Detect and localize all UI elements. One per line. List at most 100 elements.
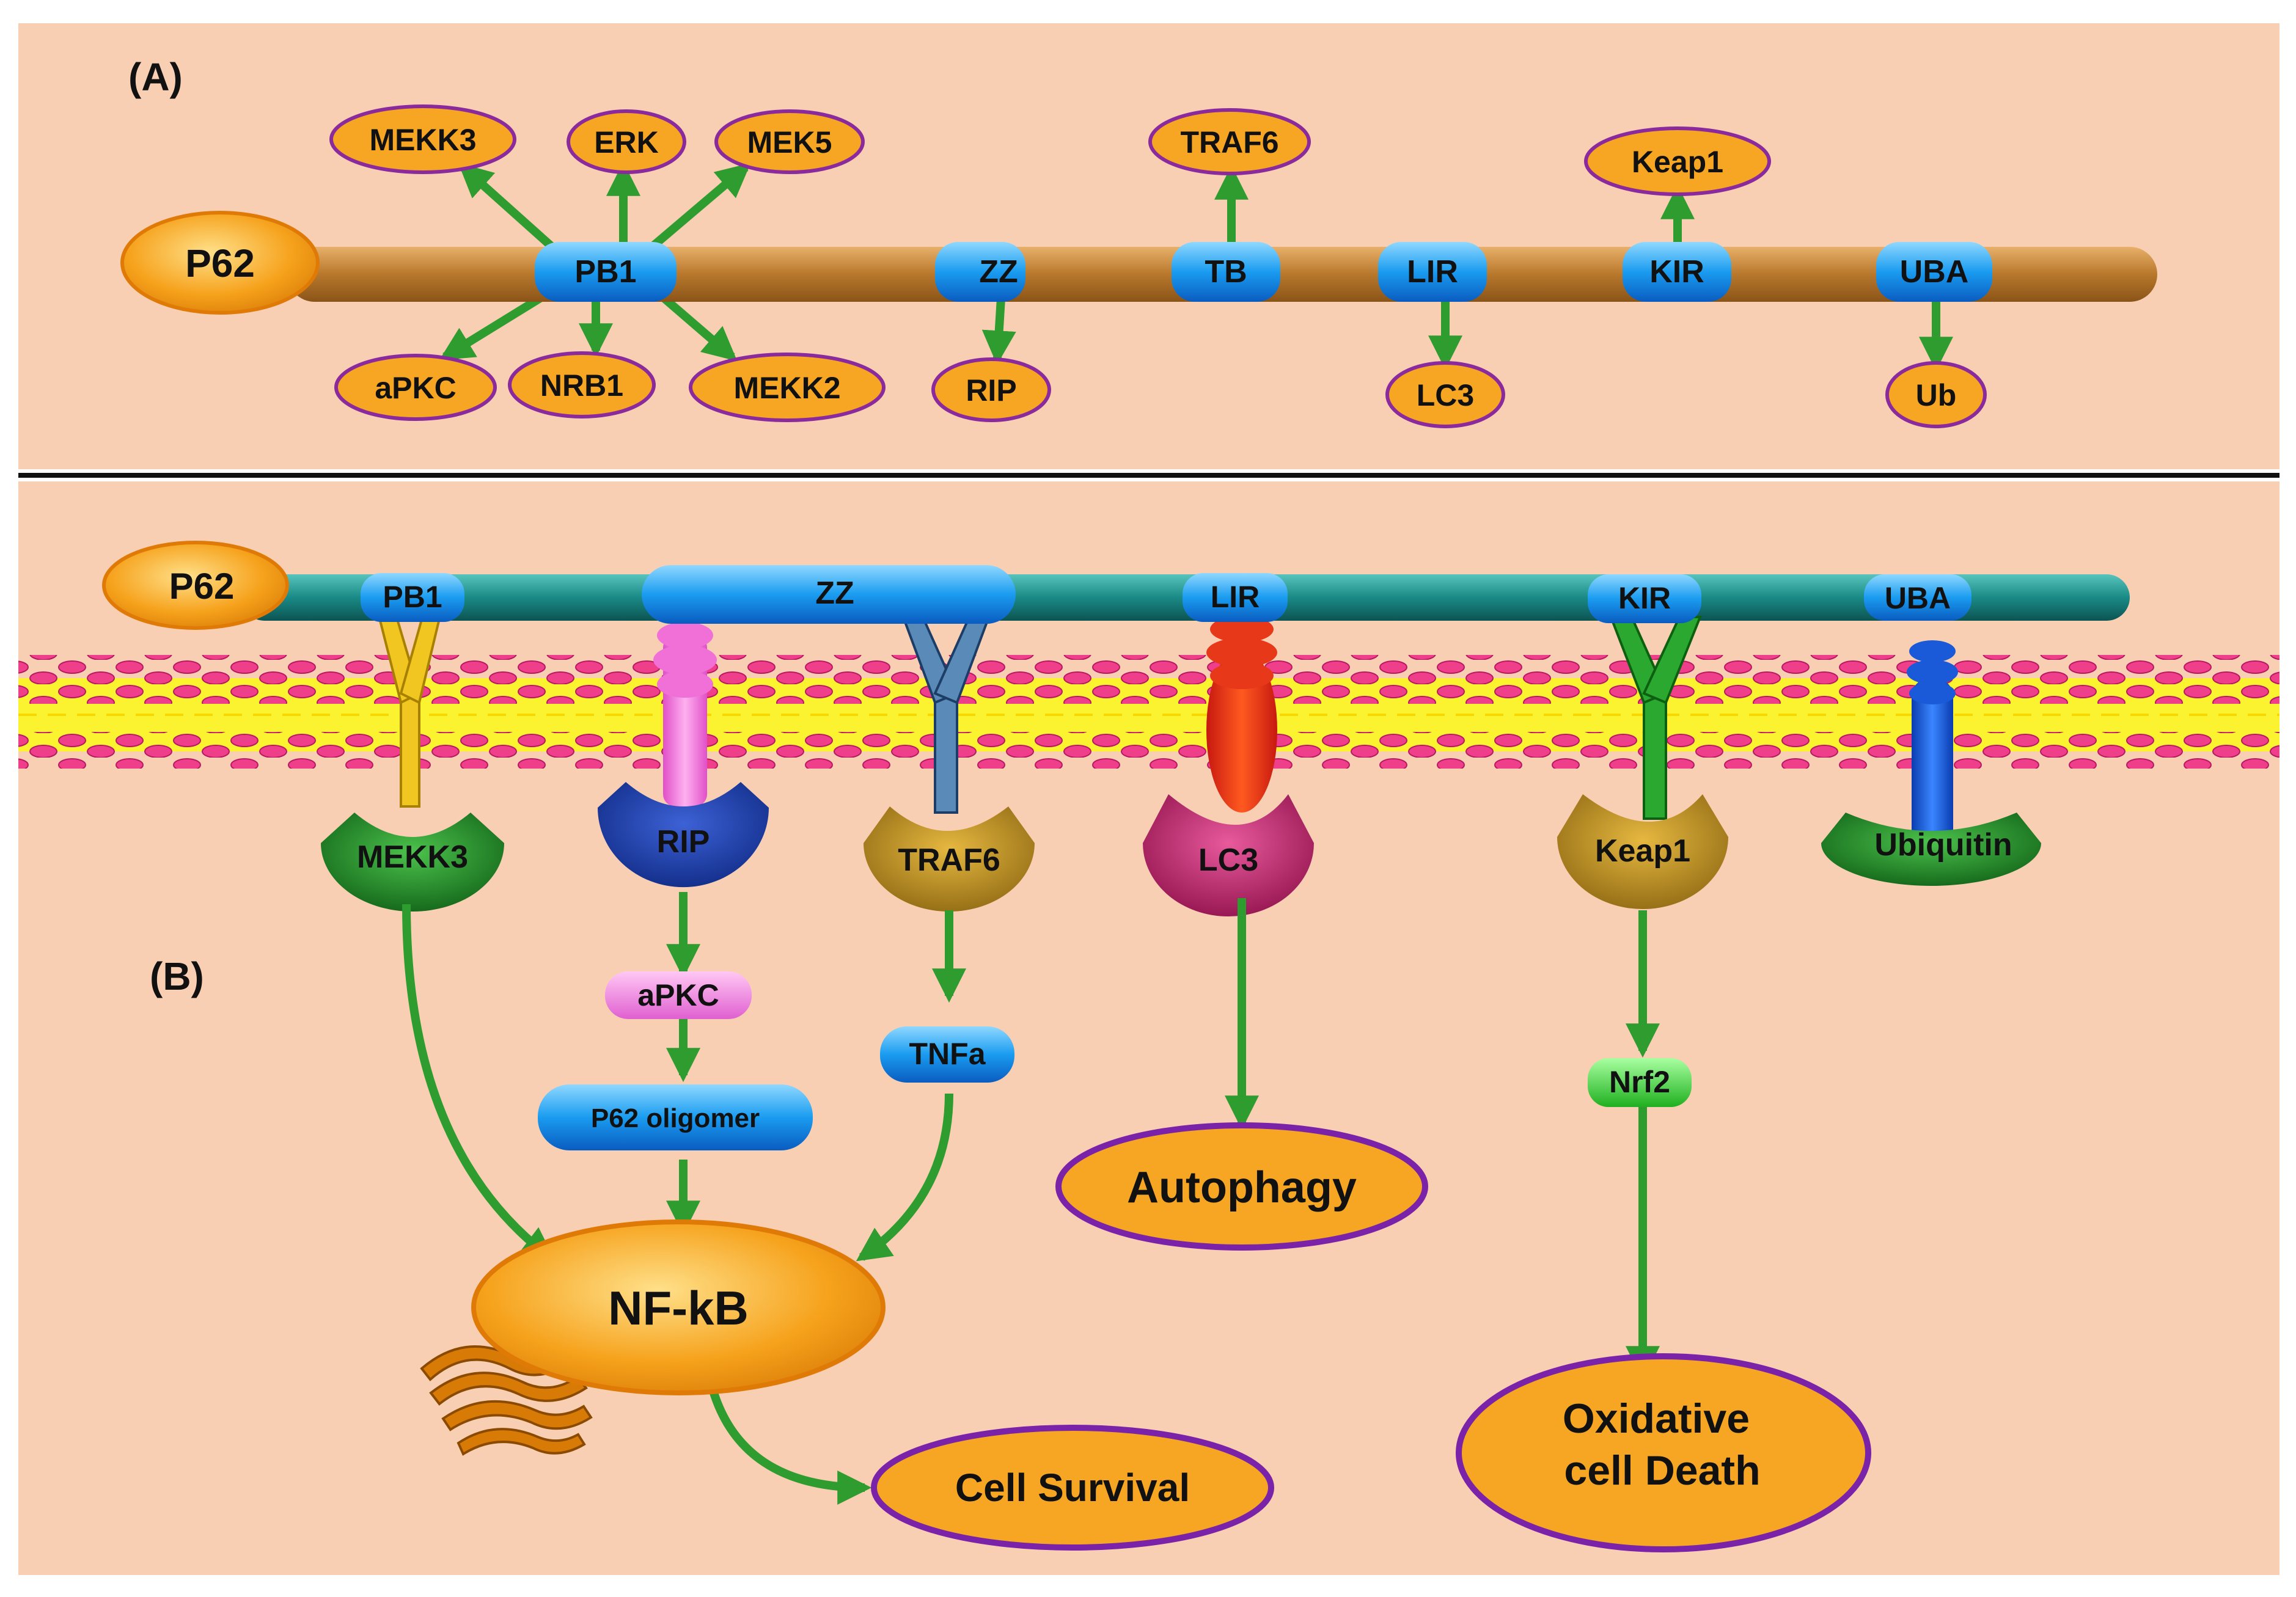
panel-b-label: (B) xyxy=(150,954,204,998)
panel-b-arrows xyxy=(402,892,1660,1505)
oxidative-label-1: Oxidative xyxy=(1563,1395,1750,1442)
partner-traf6-label: TRAF6 xyxy=(1180,125,1278,159)
domain-tb-a xyxy=(1172,242,1280,302)
lc3-receptor-label: LC3 xyxy=(1198,842,1258,878)
partner-ub-label: Ub xyxy=(1916,378,1957,412)
keap1-y-receptor xyxy=(1609,616,1702,820)
partner-mek5 xyxy=(714,109,865,174)
panel-b-domains: PB1 ZZ LIR KIR UBA xyxy=(361,565,1971,624)
domain-zz-a xyxy=(935,242,1025,302)
panel-a-arrows xyxy=(439,161,1953,371)
arrow-zz-rip xyxy=(981,298,1016,365)
domain-lir-a-label: LIR xyxy=(1407,254,1458,290)
outcome-ovals xyxy=(871,1122,1871,1552)
traf6-y-receptor xyxy=(901,616,991,814)
panel-a-partners xyxy=(329,104,1987,428)
partner-keap1-label: Keap1 xyxy=(1632,145,1723,179)
membrane-inner-leaflet xyxy=(18,732,2279,769)
arrow-pb1-apkc xyxy=(439,288,552,360)
domain-kir-a-label: KIR xyxy=(1649,254,1704,290)
rip-cup xyxy=(598,782,769,888)
partner-lc3 xyxy=(1385,361,1505,428)
ubiquitin-cup xyxy=(1821,813,2041,886)
partner-mek5-label: MEK5 xyxy=(747,125,832,159)
arrow-nfkb-survival xyxy=(705,1373,872,1505)
lc3-red-stalk xyxy=(1206,616,1277,813)
partner-nrb1 xyxy=(508,351,656,418)
panel-a-partner-labels: MEKK3 ERK MEK5 aPKC NRB1 MEKK2 RIP TRAF6… xyxy=(369,123,1956,412)
partner-nrb1-label: NRB1 xyxy=(540,368,623,403)
oxidative-death-oval xyxy=(1456,1353,1871,1552)
traf6-cup xyxy=(864,806,1035,912)
partner-lc3-label: LC3 xyxy=(1417,378,1474,412)
domain-tb-a-label: TB xyxy=(1205,254,1247,290)
rip-pink-stalk xyxy=(653,622,717,806)
keap1-cup xyxy=(1557,794,1728,909)
domain-uba-a-label: UBA xyxy=(1900,254,1969,290)
domain-uba-b xyxy=(1864,574,1971,621)
partner-erk xyxy=(567,109,686,174)
receptor-cups xyxy=(321,782,2041,916)
panel-a-label: (A) xyxy=(128,55,183,99)
receptor-labels: MEKK3 RIP TRAF6 LC3 Keap1 Ubiquitin xyxy=(357,824,2012,878)
mekk3-receptor-label: MEKK3 xyxy=(357,839,468,875)
partner-traf6 xyxy=(1148,108,1311,175)
domain-zz-b-label: ZZ xyxy=(815,576,854,611)
partner-mekk2 xyxy=(689,353,886,422)
partner-rip-label: RIP xyxy=(966,373,1016,407)
arrow-mekk3-nfkb xyxy=(402,904,556,1262)
domain-pb1-b xyxy=(361,573,464,622)
domain-pb1-b-label: PB1 xyxy=(383,580,442,614)
oligomer-label: P62 oligomer xyxy=(591,1103,760,1133)
cell-survival-label: Cell Survival xyxy=(955,1466,1190,1510)
rip-receptor-label: RIP xyxy=(657,824,710,860)
apkc-label: aPKC xyxy=(637,978,719,1012)
oxidative-label-2: cell Death xyxy=(1564,1447,1760,1494)
cell-survival-oval xyxy=(871,1425,1274,1551)
p62-head-b xyxy=(102,541,289,630)
autophagy-oval xyxy=(1055,1122,1428,1251)
domain-pb1-a xyxy=(535,242,677,302)
partner-erk-label: ERK xyxy=(594,125,659,159)
cell-membrane xyxy=(18,655,2279,769)
domain-kir-b xyxy=(1588,574,1701,623)
mekk3-cup xyxy=(321,813,504,912)
arrow-pb1-mek5 xyxy=(645,163,751,254)
domain-pb1-a-label: PB1 xyxy=(574,254,636,290)
arrow-pb1-mekk3 xyxy=(458,163,559,254)
nrf2-label: Nrf2 xyxy=(1609,1065,1670,1099)
partner-apkc-label: aPKC xyxy=(375,371,456,405)
domain-uba-a xyxy=(1876,242,1992,302)
ubiquitin-blue-stalk xyxy=(1907,640,1958,849)
arrow-tnfa-nfkb xyxy=(856,1093,953,1262)
golgi-icon xyxy=(420,1345,593,1456)
nrf2-box xyxy=(1588,1058,1692,1107)
lc3-cup xyxy=(1143,794,1314,916)
domain-lir-a xyxy=(1378,242,1487,302)
apkc-box xyxy=(605,971,752,1019)
ubiquitin-receptor-label: Ubiquitin xyxy=(1874,827,2012,863)
traf6-receptor-label: TRAF6 xyxy=(898,842,1000,878)
partner-keap1 xyxy=(1584,126,1771,196)
domain-lir-b xyxy=(1183,573,1288,622)
partner-mekk3 xyxy=(329,104,516,174)
partner-apkc xyxy=(334,354,497,421)
domain-lir-b-label: LIR xyxy=(1211,580,1260,614)
domain-zz-a-label: ZZ xyxy=(979,254,1018,290)
arrow-pb1-mekk2 xyxy=(654,288,738,362)
outcome-labels: Cell Survival Autophagy Oxidative cell D… xyxy=(955,1163,1761,1510)
oligomer-box xyxy=(538,1084,813,1150)
tnfa-label: TNFa xyxy=(909,1037,986,1071)
partner-ub xyxy=(1885,361,1987,428)
domain-zz-b xyxy=(642,565,1016,624)
p62-head-b-label: P62 xyxy=(169,566,235,607)
domain-uba-b-label: UBA xyxy=(1885,581,1951,615)
partner-rip xyxy=(931,357,1051,422)
nfkb-oval xyxy=(471,1219,886,1395)
domain-kir-b-label: KIR xyxy=(1618,581,1671,615)
partner-mekk2-label: MEKK2 xyxy=(733,371,840,405)
panel-a-domains: PB1 ZZ TB LIR KIR UBA xyxy=(535,242,1992,302)
partner-mekk3-label: MEKK3 xyxy=(369,123,476,157)
p62-head-a-label: P62 xyxy=(185,241,255,285)
